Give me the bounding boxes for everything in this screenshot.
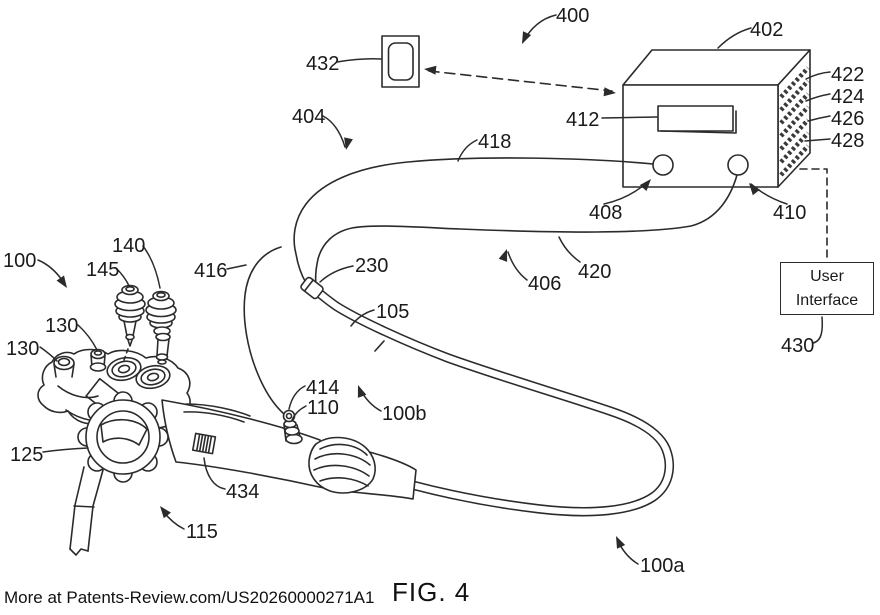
ref-label-408: 408 <box>589 202 623 224</box>
valve-sockets <box>106 356 171 390</box>
ref-label-418: 418 <box>478 131 512 153</box>
ref-label-404: 404 <box>292 106 326 128</box>
ref-label-428: 428 <box>831 130 865 152</box>
ref-label-430: 430 <box>781 335 815 357</box>
ref-label-100b: 100b <box>382 403 427 425</box>
ref-label-410: 410 <box>773 202 807 224</box>
ref-label-140: 140 <box>112 235 146 257</box>
ref-label-416: 416 <box>194 260 228 282</box>
ref-label-100a: 100a <box>640 555 685 577</box>
knob-lever <box>100 419 148 446</box>
insertion-tube <box>308 283 674 517</box>
figure-caption: FIG. 4 <box>392 577 471 607</box>
ref-label-426: 426 <box>831 108 865 130</box>
endoscope-handle <box>37 284 417 556</box>
tube-418 <box>293 157 654 284</box>
ref-label-125: 125 <box>10 444 44 466</box>
grip <box>161 399 325 489</box>
umbilical-cable <box>243 157 738 415</box>
user-interface-line2: Interface <box>795 291 859 309</box>
distal-tube <box>69 466 104 556</box>
supply-tube-416 <box>243 246 285 415</box>
ref-label-420: 420 <box>578 261 612 283</box>
ref-label-115: 115 <box>186 521 218 543</box>
ref-label-412: 412 <box>566 109 600 131</box>
ref-label-406: 406 <box>528 273 562 295</box>
tube-joint-mark <box>374 340 385 352</box>
ref-label-422: 422 <box>831 64 865 86</box>
ref-label-400: 400 <box>556 5 590 27</box>
switch-434 <box>191 432 217 455</box>
wireless-link <box>428 70 613 92</box>
ref-label-424: 424 <box>831 86 865 108</box>
ref-label-414: 414 <box>306 377 340 399</box>
ref-label-130b: 130 <box>6 338 40 360</box>
junction-band <box>300 276 324 300</box>
controller-box <box>622 49 811 188</box>
valve-140 <box>145 290 177 365</box>
strain-relief <box>308 436 376 494</box>
ref-label-145: 145 <box>86 259 120 281</box>
ref-label-432: 432 <box>306 53 340 75</box>
remote-unit <box>381 35 420 88</box>
user-interface-box: User Interface <box>780 262 874 315</box>
valve-145 <box>114 284 146 361</box>
ref-label-230: 230 <box>355 255 389 277</box>
connector-410 <box>727 154 749 176</box>
ref-label-402: 402 <box>750 19 784 41</box>
user-interface-line1: User <box>810 268 844 286</box>
biopsy-port-110 <box>282 409 303 445</box>
arrowheads <box>56 31 760 549</box>
ref-label-100: 100 <box>3 250 37 272</box>
watermark-text: More at Patents-Review.com/US20260000271… <box>4 588 375 607</box>
ref-label-105: 105 <box>376 301 410 323</box>
vent-slats-icon <box>779 66 810 177</box>
port-cap-130b <box>53 355 75 378</box>
control-knob <box>77 391 169 483</box>
ui-link <box>799 168 828 262</box>
display-panel <box>657 105 737 134</box>
ref-label-434: 434 <box>226 481 260 503</box>
port-cap-130a <box>89 348 107 372</box>
connector-408 <box>652 154 674 176</box>
ref-label-110: 110 <box>307 397 339 419</box>
ref-label-130a: 130 <box>45 315 79 337</box>
tube-420 <box>314 174 738 285</box>
